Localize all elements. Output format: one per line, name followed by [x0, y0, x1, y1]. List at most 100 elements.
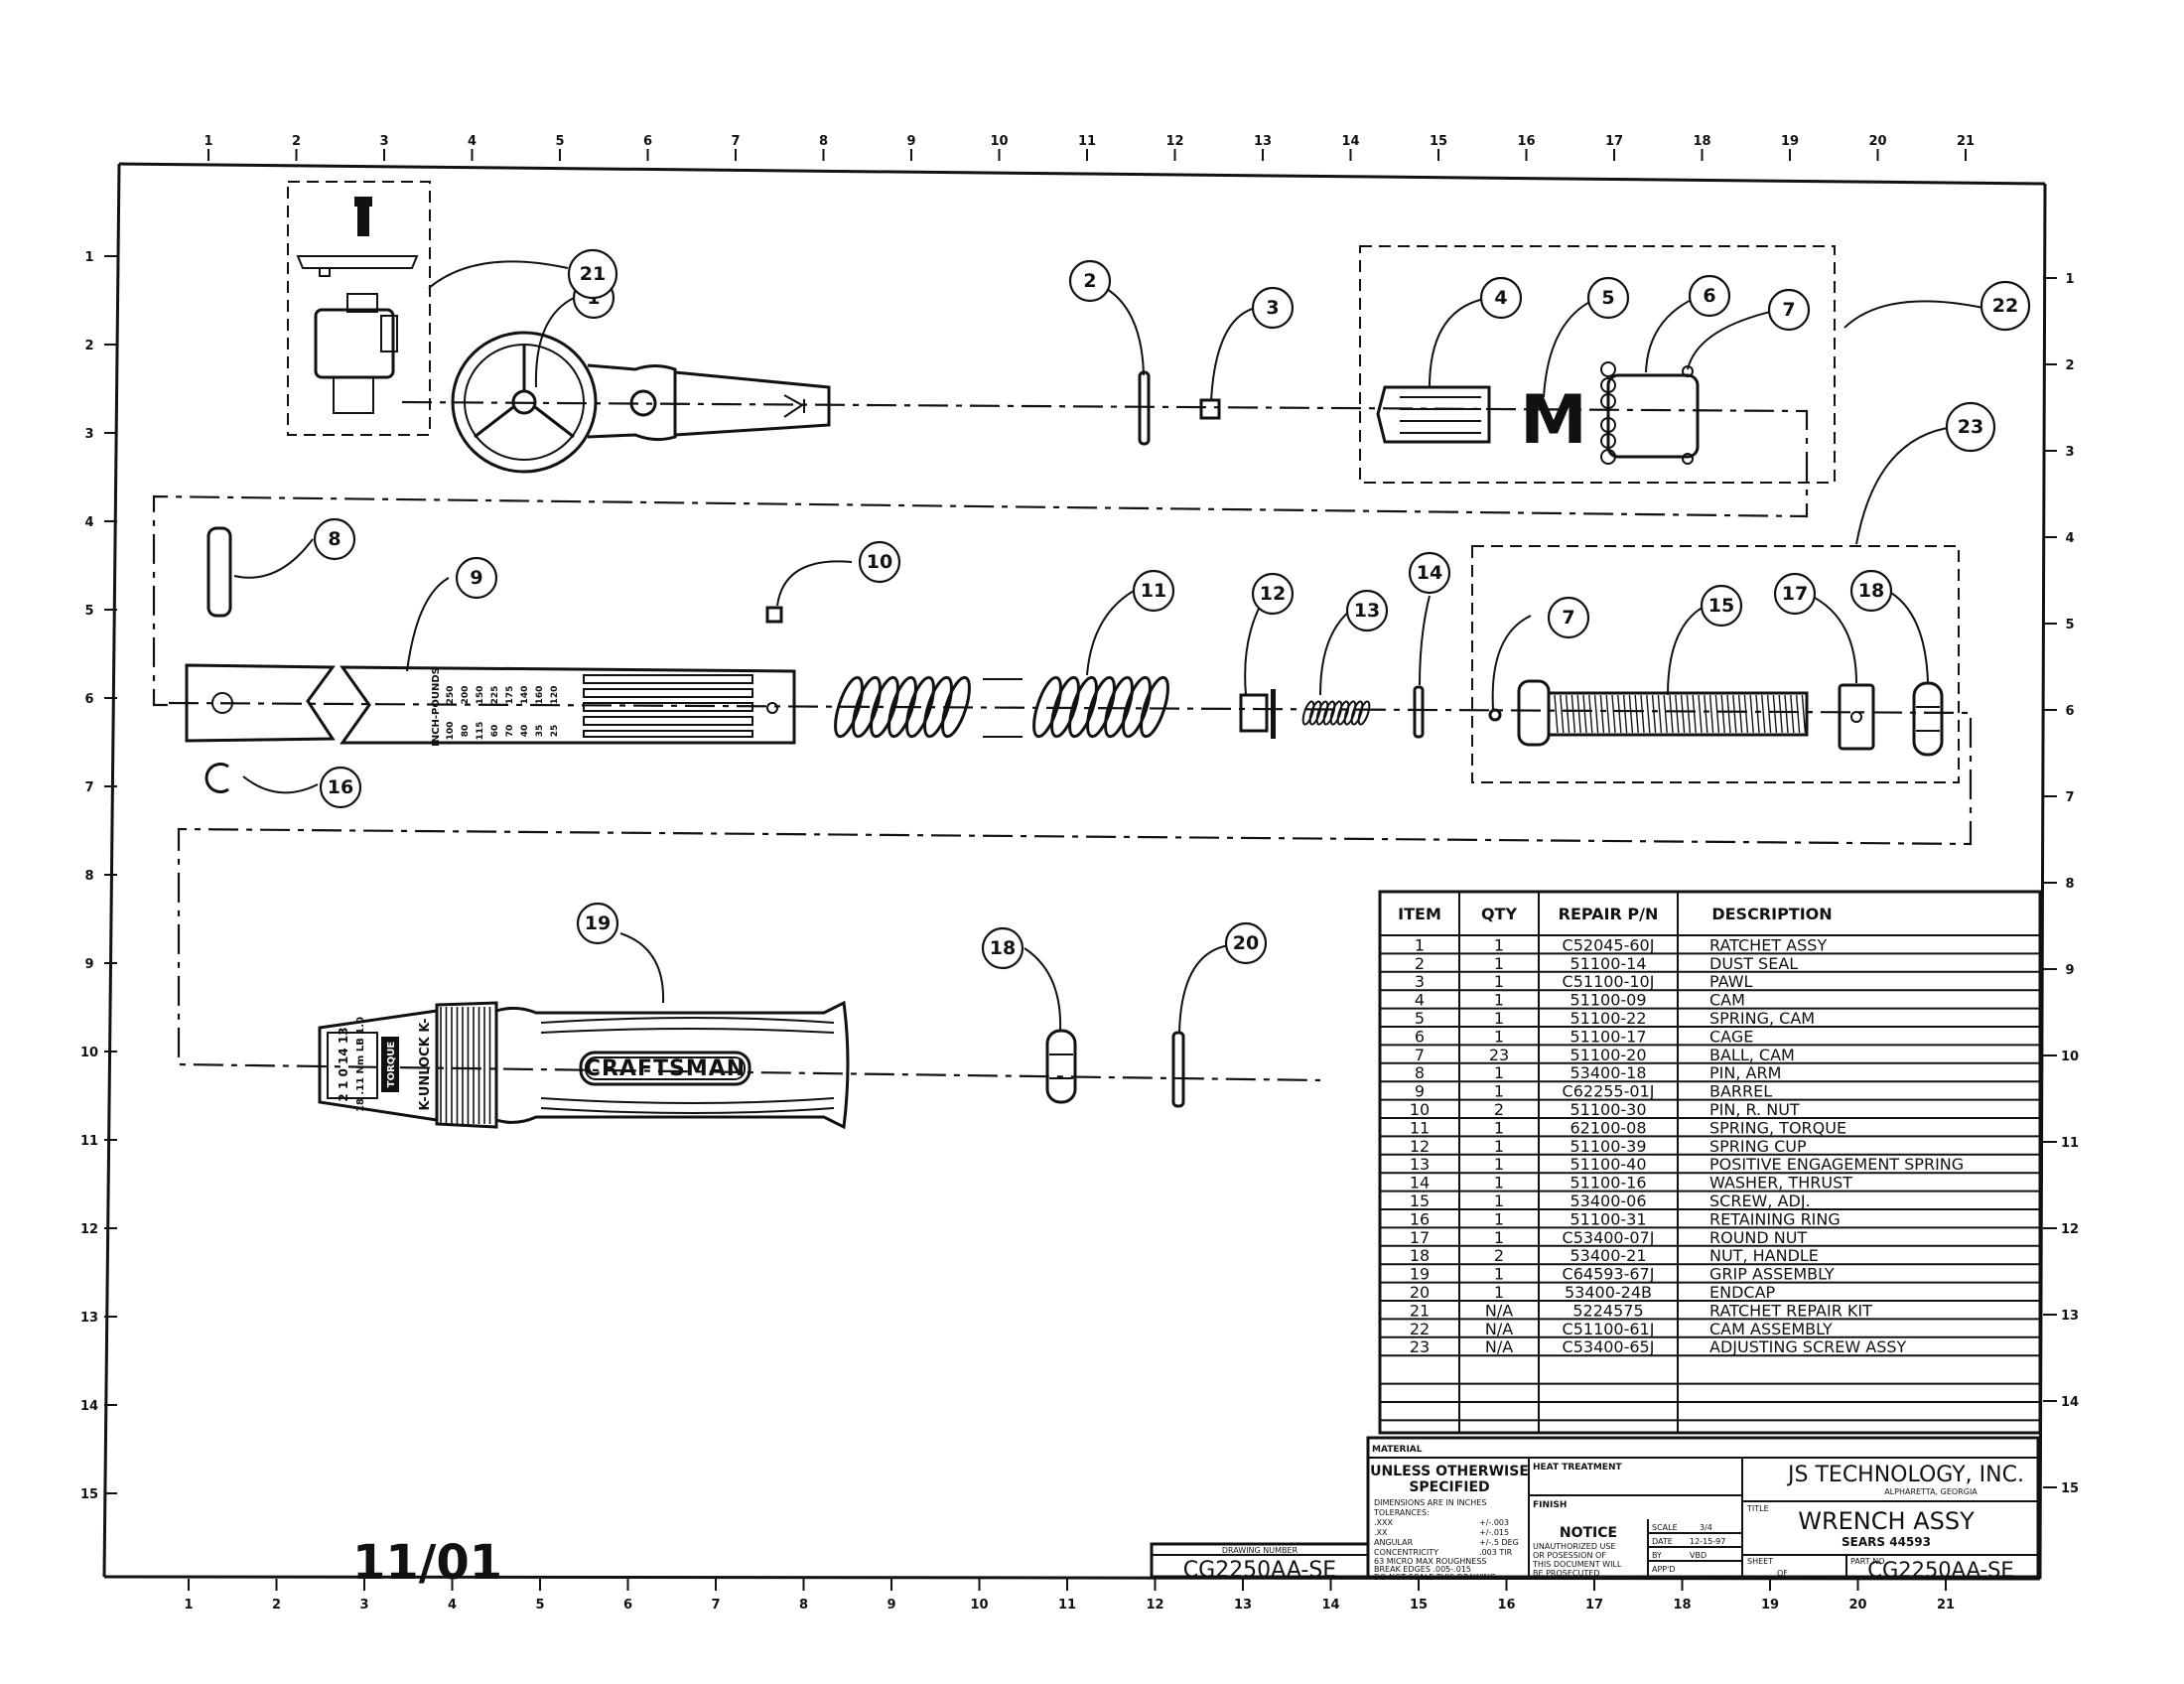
border-right-number: 2 [2065, 358, 2074, 373]
border-bottom-number: 10 [970, 1598, 988, 1613]
svg-text:17: 17 [1782, 583, 1808, 605]
part-barrel-9 [185, 663, 796, 745]
svg-text:20: 20 [1233, 932, 1259, 954]
part-round-nut-17 [1838, 683, 1875, 751]
barrel-scale-value: 120 [550, 686, 560, 705]
table-cell: 53400-18 [1570, 1063, 1646, 1082]
svg-text:9: 9 [470, 567, 482, 589]
table-cell: 13 [1410, 1155, 1430, 1174]
border-left-number: 1 [84, 250, 93, 265]
border-bottom-number: 2 [272, 1598, 281, 1613]
svg-text:BY: BY [1652, 1551, 1662, 1560]
table-cell: C51100-61J [1563, 1320, 1655, 1338]
finish-label: FINISH [1533, 1500, 1567, 1510]
drawing-number-box: DRAWING NUMBER CG2250AA-SE [1150, 1542, 1370, 1583]
svg-text:.003 TIR: .003 TIR [1479, 1548, 1513, 1557]
callout-2: 2 [1068, 259, 1112, 303]
svg-text:11: 11 [1141, 580, 1166, 602]
callout-5: 5 [1586, 276, 1630, 320]
callout-6: 6 [1688, 274, 1731, 318]
svg-text:15: 15 [1708, 595, 1734, 617]
table-cell: POSITIVE ENGAGEMENT SPRING [1709, 1155, 1964, 1174]
svg-text:.XX: .XX [1374, 1528, 1388, 1537]
barrel-scale-value: 200 [461, 686, 471, 705]
border-left-number: 6 [84, 692, 93, 707]
border-right-number: 14 [2061, 1395, 2079, 1410]
table-cell: 15 [1410, 1192, 1430, 1210]
border-right-number: 4 [2065, 531, 2074, 546]
border-right-number: 15 [2061, 1481, 2079, 1496]
table-cell: C53400-07J [1563, 1228, 1655, 1247]
barrel-scale-value: 35 [535, 725, 545, 738]
centerline-row-2 [168, 701, 1973, 1082]
border-bottom-number: 5 [535, 1598, 544, 1613]
border-left-number: 4 [84, 515, 93, 530]
border-bottom-number: 6 [623, 1598, 632, 1613]
tolerances-label: TOLERANCES: [1373, 1508, 1430, 1517]
drawing-number: CG2250AA-SE [1183, 1558, 1336, 1583]
svg-text:18: 18 [990, 937, 1016, 959]
table-cell: ROUND NUT [1709, 1228, 1807, 1247]
border-top-number: 13 [1254, 134, 1272, 149]
tolerance-note: DIMENSIONS ARE IN INCHES [1374, 1498, 1486, 1507]
part-dust-seal-2 [1138, 370, 1151, 446]
table-cell: 1 [1494, 1082, 1504, 1101]
barrel-scale-value: 225 [490, 686, 500, 705]
svg-text:8: 8 [328, 528, 341, 550]
border-bottom-number: 3 [359, 1598, 368, 1613]
border-bottom-number: 11 [1058, 1598, 1076, 1613]
svg-text:.XXX: .XXX [1374, 1518, 1394, 1527]
svg-text:23: 23 [1958, 416, 1983, 438]
screw-thread-15 [1554, 694, 1807, 734]
company-city: ALPHARETTA, GEORGIA [1884, 1487, 1978, 1496]
border-bottom-number: 21 [1937, 1598, 1955, 1613]
table-cell: 14 [1410, 1174, 1430, 1193]
heat-treatment-label: HEAT TREATMENT [1533, 1463, 1622, 1473]
part-thrust-washer-14 [1413, 685, 1425, 739]
table-cell: DUST SEAL [1709, 954, 1798, 973]
border-left-number: 3 [84, 427, 93, 442]
border-right-number: 5 [2065, 618, 2074, 632]
svg-text:6: 6 [1703, 285, 1715, 307]
svg-text:7: 7 [1782, 299, 1795, 321]
svg-text:21: 21 [580, 263, 606, 285]
svg-text:16: 16 [328, 776, 353, 798]
table-cell: NUT, HANDLE [1709, 1246, 1819, 1265]
table-cell: 51100-39 [1570, 1137, 1646, 1156]
part-retaining-ring-16 [205, 763, 229, 793]
part-cam-spring-5: M [1520, 381, 1587, 460]
drawing-border [102, 162, 2047, 1581]
table-cell: PAWL [1709, 972, 1753, 991]
border-bottom-number: 4 [448, 1598, 457, 1613]
border-left-number: 15 [80, 1487, 98, 1502]
border-left-number: 13 [80, 1311, 98, 1326]
table-cell: 1 [1494, 1283, 1504, 1302]
part-pawl-3 [1199, 398, 1221, 420]
svg-text:14: 14 [1417, 562, 1442, 584]
table-cell: BARREL [1709, 1082, 1772, 1101]
table-cell: 23 [1410, 1337, 1430, 1356]
svg-text:UNAUTHORIZED USE: UNAUTHORIZED USE [1533, 1542, 1616, 1551]
table-cell: 51100-40 [1570, 1155, 1646, 1174]
table-cell: PIN, ARM [1709, 1063, 1781, 1082]
table-cell: CAM [1709, 991, 1745, 1010]
svg-text:ANGULAR: ANGULAR [1374, 1538, 1414, 1547]
border-left-number: 5 [84, 604, 93, 619]
callout-21: 21 [567, 248, 618, 300]
table-cell: 21 [1410, 1301, 1430, 1320]
table-cell: 17 [1410, 1228, 1430, 1247]
barrel-scale-value: 160 [535, 686, 545, 705]
border-top-number: 8 [819, 134, 828, 149]
table-cell: 53400-06 [1570, 1192, 1646, 1210]
title-label: TITLE [1746, 1504, 1769, 1513]
border-top-number: 16 [1517, 134, 1535, 149]
group-box-22 [1359, 245, 1836, 484]
